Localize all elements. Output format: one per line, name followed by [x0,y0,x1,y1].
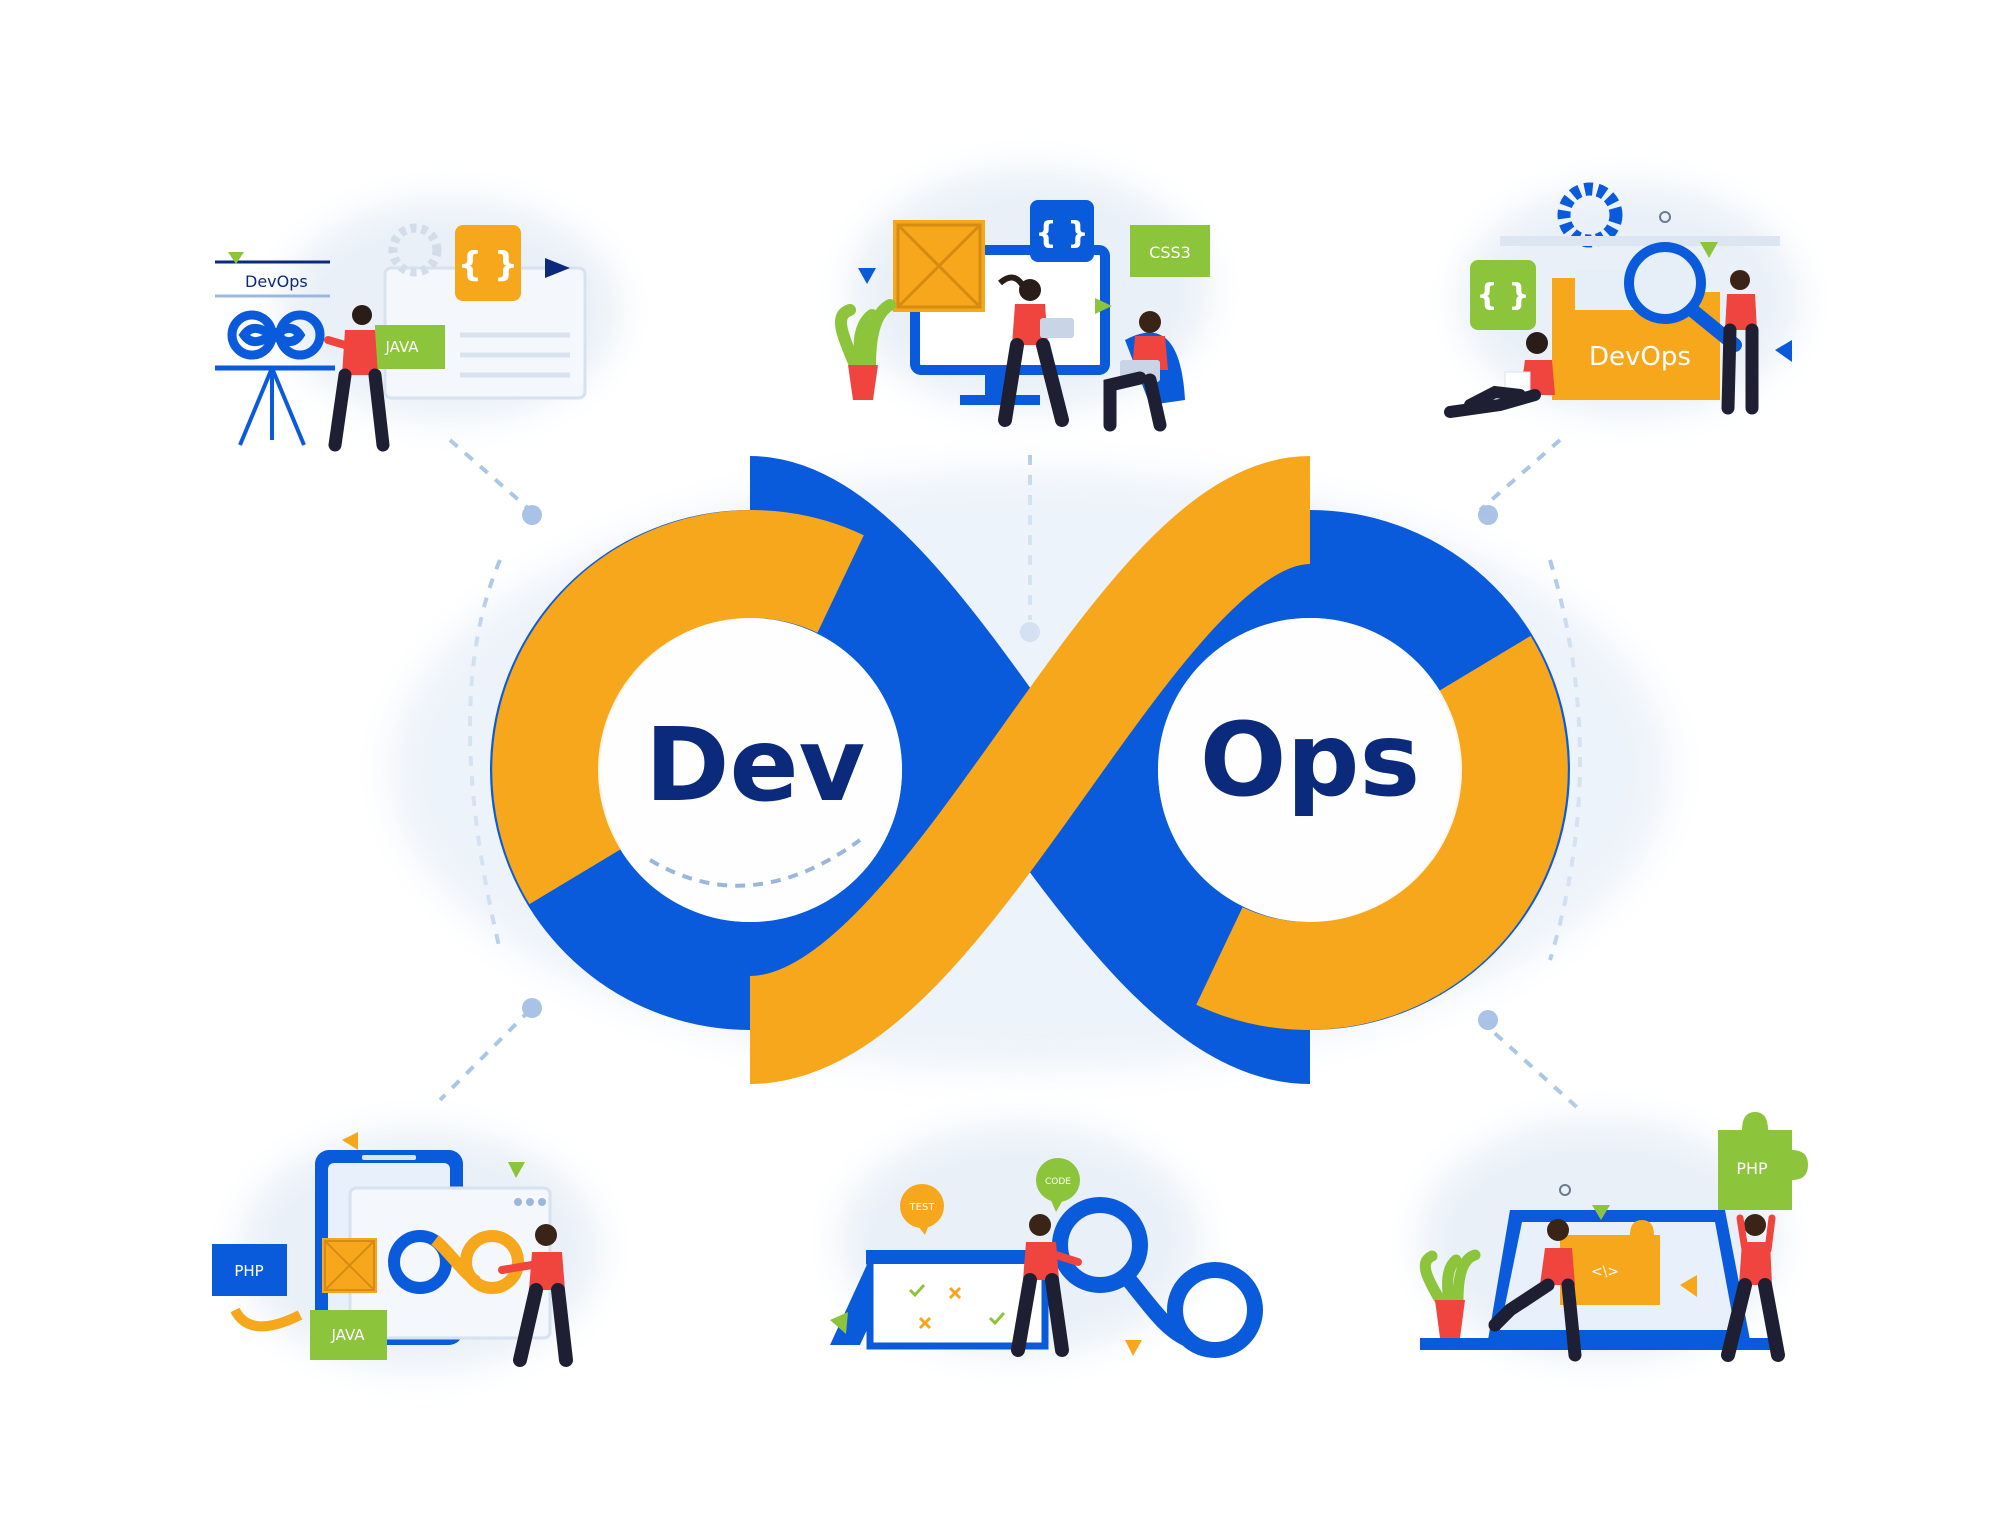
person-sitting [1444,332,1555,418]
infinity-icon [388,1230,524,1294]
java-label: JAVA [384,338,419,356]
checkmark-icon [908,1283,1006,1326]
person-seated [1103,311,1185,432]
image-placeholder-icon [893,220,985,312]
plant-icon [1419,1249,1481,1338]
php-label: PHP [234,1262,263,1280]
css3-badge [1130,225,1210,277]
test-bubble: TEST [900,1184,944,1235]
ops-label: Ops [1200,701,1420,820]
braces-icon: { } [1476,278,1529,313]
puzzle-icon: PHP [1718,1112,1808,1210]
folder-label: DevOps [1589,342,1691,372]
person-presenter [324,305,390,452]
code-label: CODE [1045,1177,1071,1187]
gear-icon [388,223,442,277]
infinity-right-orange-arc [1196,635,1568,1030]
scene-integrate: <\> PHP [1419,1112,1808,1362]
braces-icon: { } [1035,216,1088,251]
test-label: TEST [909,1202,936,1213]
person-standing [498,1224,573,1367]
infinity-icon [227,310,325,360]
triangle-marker-icon [858,268,876,284]
puzzle-icon: <\> [1560,1220,1660,1305]
code-bubble: CODE [1036,1158,1080,1212]
scene-build: PHP JAVA [212,1130,600,1370]
person-standing [1011,1214,1082,1357]
scene-test: TEST CODE [830,1125,1263,1358]
play-icon [1095,298,1112,314]
braces-badge [1030,200,1094,262]
board-title: DevOps [245,272,308,291]
puzzle-code-label: <\> [1591,1264,1619,1280]
dev-label: Dev [645,706,865,825]
braces-icon: { } [458,245,518,285]
infinity-icon [1052,1197,1263,1358]
php-badge [212,1244,287,1296]
braces-badge [1470,260,1536,330]
play-icon [545,258,570,278]
person-standing [998,274,1074,427]
person-standing [1721,270,1759,415]
scene-code: { } CSS3 [834,170,1210,432]
scene-deploy: DevOps { } [1444,182,1800,418]
person-standing [1721,1214,1785,1362]
php-label: PHP [1736,1159,1768,1178]
java-badge [310,1310,387,1360]
infinity-left-orange-arc [492,510,864,905]
java-label: JAVA [330,1326,365,1344]
infinity-logo: Dev Ops [390,456,1670,1084]
calendar-icon [830,1250,1049,1350]
image-placeholder-icon [322,1238,377,1293]
braces-badge [455,225,521,301]
scene-plan: { } DevOps JAVA [215,200,620,452]
java-badge [375,325,445,369]
person-running [1488,1219,1582,1362]
css3-label: CSS3 [1149,243,1191,262]
infinity-band-orange [746,456,1315,1084]
plant-icon [834,299,896,400]
